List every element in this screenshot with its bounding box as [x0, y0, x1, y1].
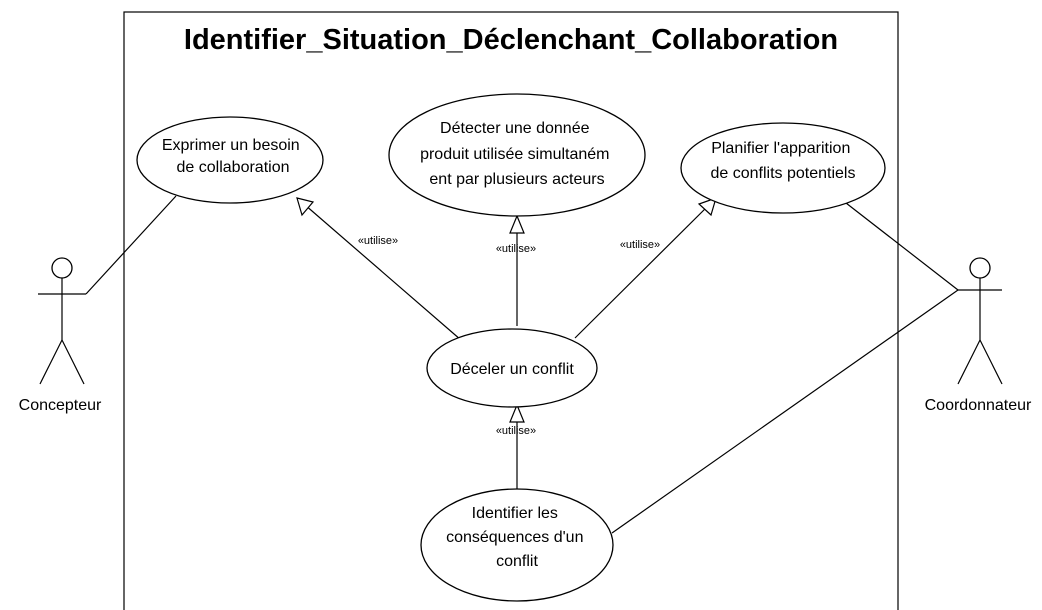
actor-concepteur[interactable]: Concepteur	[19, 257, 102, 414]
stereotype-label: «utilise»	[496, 243, 536, 255]
arrowhead-exprimer	[296, 197, 315, 217]
system-boundary	[123, 11, 899, 610]
use-case-label: Identifier les conséquences d'un conflit	[446, 505, 588, 570]
use-case-label: Détecter une donnée produit utilisée sim…	[420, 120, 614, 188]
stereotype-label: «utilise»	[620, 239, 660, 251]
assoc-coordonnateur-identifier	[611, 289, 959, 534]
rel-deceler-exprimer	[296, 197, 462, 341]
use-case-exprimer[interactable]: Exprimer un besoin de collaboration	[136, 116, 324, 204]
rel-deceler-planifier	[574, 197, 717, 339]
use-case-label: Planifier l'apparition de conflits poten…	[711, 140, 856, 182]
use-case-ellipse	[420, 488, 614, 602]
assoc-concepteur-exprimer	[85, 195, 177, 295]
use-case-ellipse	[388, 93, 646, 217]
stereotype-label: «utilise»	[496, 425, 536, 437]
use-case-identifier[interactable]: Identifier les conséquences d'un conflit	[420, 488, 614, 602]
use-case-detecter[interactable]: Détecter une donnée produit utilisée sim…	[388, 93, 646, 217]
stereotype-label: «utilise»	[358, 235, 398, 247]
actor-label: Coordonnateur	[925, 397, 1032, 414]
arrowhead-planifier	[697, 197, 717, 217]
actor-label: Concepteur	[19, 397, 102, 414]
use-case-ellipse	[426, 328, 598, 408]
stick-figure-icon	[957, 257, 1003, 385]
use-case-label: Exprimer un besoin de collaboration	[162, 137, 304, 176]
arrowhead-deceler	[509, 403, 525, 423]
use-case-ellipse	[680, 122, 886, 214]
use-case-deceler[interactable]: Déceler un conflit	[426, 328, 598, 408]
actor-coordonnateur[interactable]: Coordonnateur	[925, 257, 1032, 414]
use-case-ellipse	[136, 116, 324, 204]
use-case-label: Déceler un conflit	[450, 361, 574, 378]
assoc-coordonnateur-planifier	[845, 202, 959, 291]
stick-figure-icon	[38, 257, 86, 385]
use-case-planifier[interactable]: Planifier l'apparition de conflits poten…	[680, 122, 886, 214]
system-title: Identifier_Situation_Déclenchant_Collabo…	[184, 24, 838, 56]
arrowhead-detecter	[509, 214, 525, 234]
